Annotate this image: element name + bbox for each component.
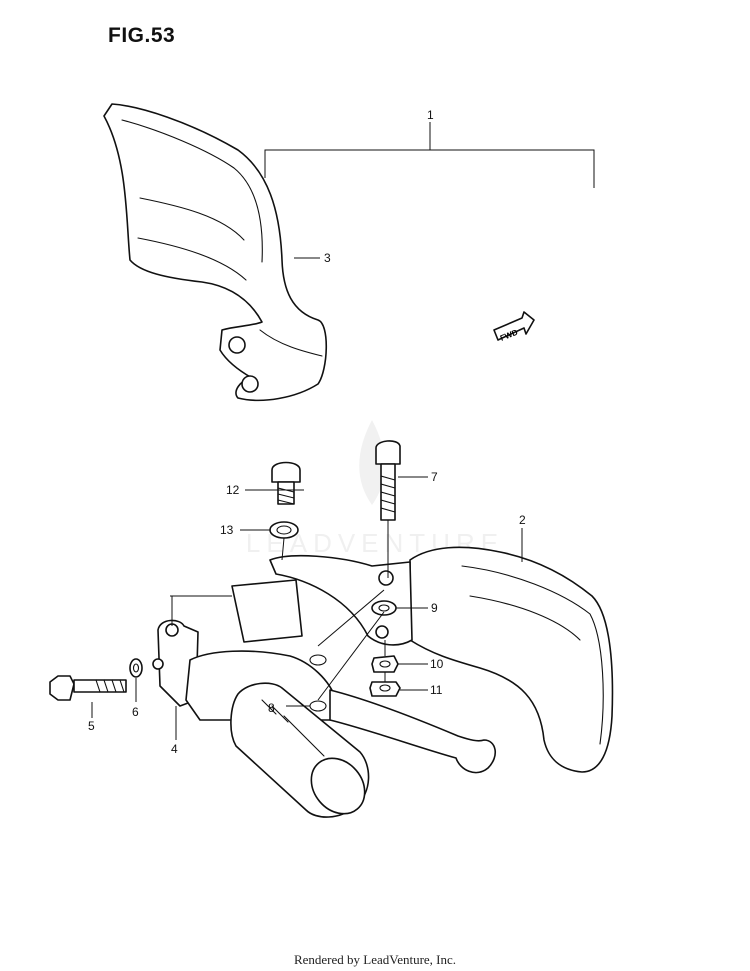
figure-title: FIG.53 — [108, 24, 176, 47]
fwd-arrow-icon: FWD — [493, 311, 535, 343]
callout-3: 3 — [324, 251, 331, 265]
callout-6: 6 — [132, 705, 139, 719]
bolt-5[interactable] — [49, 675, 127, 701]
bolt-short[interactable] — [271, 461, 301, 505]
callout-7: 7 — [431, 470, 438, 484]
handlebar-grip — [230, 682, 370, 818]
callout-12: 12 — [226, 483, 240, 497]
callout-1: 1 — [427, 108, 434, 122]
footer-credit: Rendered by LeadVenture, Inc. — [293, 952, 457, 967]
washer-6[interactable] — [129, 658, 143, 678]
washer-9[interactable] — [371, 600, 397, 616]
callout-5: 5 — [88, 719, 95, 733]
callout-11: 11 — [430, 683, 443, 697]
callout-13: 13 — [220, 523, 234, 537]
mount-hole — [241, 375, 259, 393]
nut-11[interactable] — [369, 681, 401, 697]
callout-8: 8 — [268, 701, 275, 715]
callout-10: 10 — [430, 657, 444, 671]
clutch-lever[interactable] — [329, 689, 496, 774]
washer-13[interactable] — [269, 521, 299, 561]
assembly-guides — [170, 589, 386, 701]
bolt-long[interactable] — [375, 440, 401, 578]
callout-4: 4 — [171, 742, 178, 756]
nut-10[interactable] — [371, 655, 399, 673]
watermark-flame-icon — [359, 420, 385, 505]
callout-leaders — [91, 257, 523, 740]
callout-labels: 1 2 3 4 5 6 7 8 9 10 11 12 13 — [88, 108, 526, 756]
assembly-bracket — [264, 122, 595, 188]
hand-guard-upper[interactable] — [103, 103, 328, 402]
callout-9: 9 — [431, 601, 438, 615]
mount-hole — [228, 336, 246, 354]
callout-2: 2 — [519, 513, 526, 527]
